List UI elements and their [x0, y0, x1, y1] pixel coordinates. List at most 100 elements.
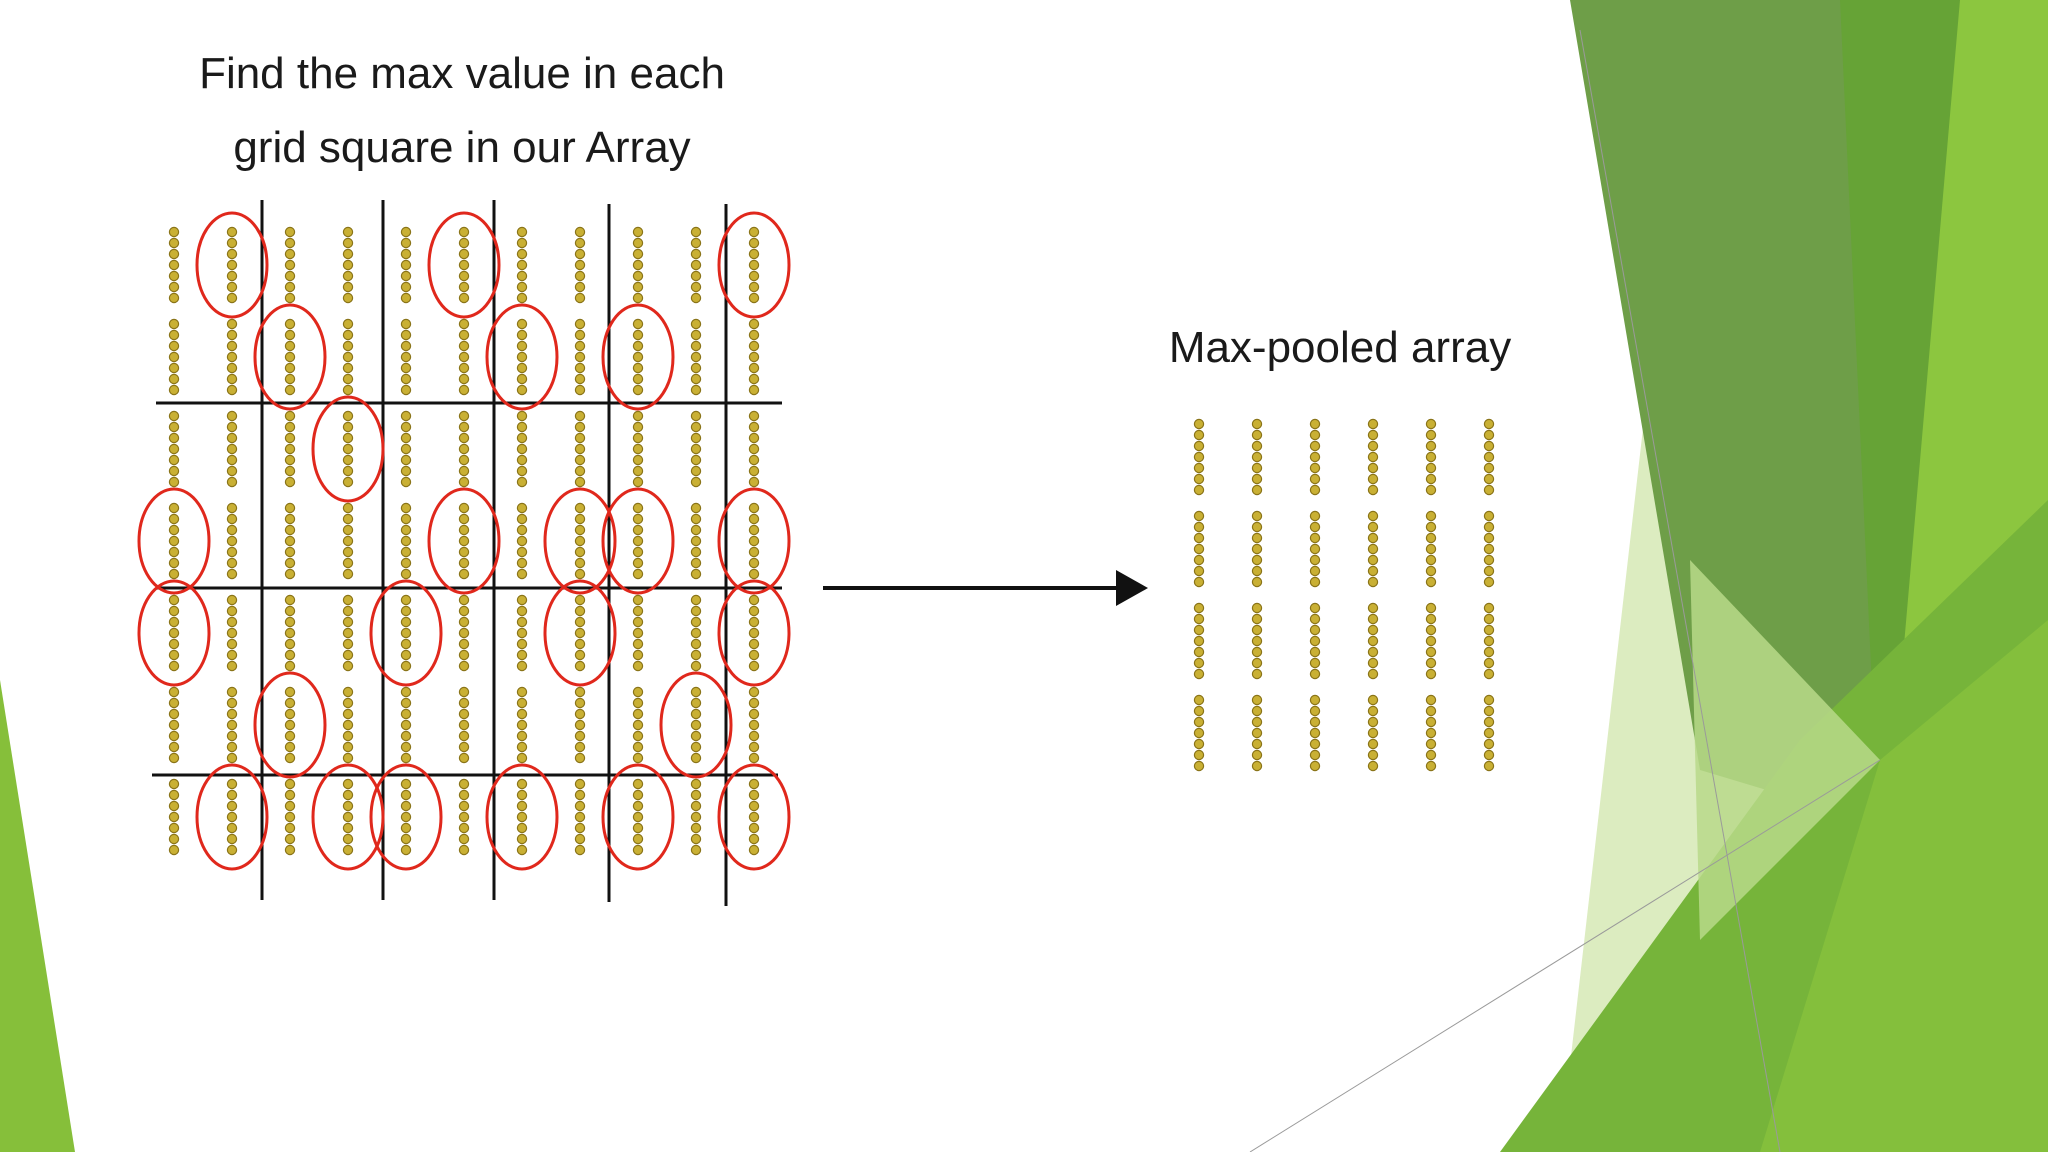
input-array-max-highlights	[137, 211, 791, 871]
pooled-value-r0c0	[1193, 418, 1205, 496]
decor-right-triangles	[1249, 0, 2048, 1152]
input-value-r1c3	[342, 318, 354, 396]
pooled-value-r2c0	[1193, 602, 1205, 680]
decor-tri-lower-left	[1760, 620, 2048, 1152]
max-highlight-circle-r1c2	[253, 303, 327, 411]
pooled-value-r1c1	[1251, 510, 1263, 588]
input-value-r0c3	[342, 226, 354, 304]
pooled-value-r2c2	[1309, 602, 1321, 680]
pooled-value-r0c3	[1367, 418, 1379, 496]
pooled-value-r1c2	[1309, 510, 1321, 588]
pooled-value-r3c0	[1193, 694, 1205, 772]
input-value-r2c8	[632, 410, 644, 488]
max-highlight-circle-r6c6	[485, 763, 559, 871]
input-value-r0c6	[516, 226, 528, 304]
max-highlight-circle-r4c7	[543, 579, 617, 687]
pooled-value-r1c0	[1193, 510, 1205, 588]
input-value-r6c4	[400, 778, 412, 856]
pooled-value-r1c5	[1483, 510, 1495, 588]
input-value-r1c8	[632, 318, 644, 396]
input-value-r2c10	[748, 410, 760, 488]
pooled-value-r0c2	[1309, 418, 1321, 496]
input-value-r5c9	[690, 686, 702, 764]
input-value-r1c0	[168, 318, 180, 396]
transform-arrow	[823, 570, 1148, 606]
input-value-r3c9	[690, 502, 702, 580]
pooled-value-r1c3	[1367, 510, 1379, 588]
decor-tri-pale	[1690, 560, 1880, 940]
input-value-r3c4	[400, 502, 412, 580]
input-value-r1c4	[400, 318, 412, 396]
input-value-r0c5	[458, 226, 470, 304]
input-value-r1c10	[748, 318, 760, 396]
pooled-value-r1c4	[1425, 510, 1437, 588]
input-array-values	[168, 226, 760, 856]
max-highlight-circle-r2c3	[311, 395, 385, 503]
max-highlight-circle-r6c4	[369, 763, 443, 871]
input-value-r2c1	[226, 410, 238, 488]
pooled-value-r2c3	[1367, 602, 1379, 680]
pooled-value-r0c5	[1483, 418, 1495, 496]
pooled-value-r3c5	[1483, 694, 1495, 772]
input-value-r3c5	[458, 502, 470, 580]
max-highlight-circle-r4c0	[137, 579, 211, 687]
input-value-r4c6	[516, 594, 528, 672]
input-value-r4c2	[284, 594, 296, 672]
arrow-head-icon	[1116, 570, 1148, 606]
input-value-r3c2	[284, 502, 296, 580]
max-highlight-circle-r3c0	[137, 487, 211, 595]
input-value-r4c9	[690, 594, 702, 672]
input-value-r1c6	[516, 318, 528, 396]
input-value-r0c2	[284, 226, 296, 304]
input-value-r5c0	[168, 686, 180, 764]
input-value-r4c4	[400, 594, 412, 672]
input-value-r3c0	[168, 502, 180, 580]
input-value-r2c2	[284, 410, 296, 488]
input-value-r3c7	[574, 502, 586, 580]
max-highlight-circle-r0c10	[717, 211, 791, 319]
input-value-r6c3	[342, 778, 354, 856]
input-value-r6c9	[690, 778, 702, 856]
input-value-r5c8	[632, 686, 644, 764]
input-value-r1c2	[284, 318, 296, 396]
decor-thin-line-1	[1579, 29, 1781, 1152]
input-value-r3c1	[226, 502, 238, 580]
input-value-r0c0	[168, 226, 180, 304]
input-value-r4c10	[748, 594, 760, 672]
input-value-r5c1	[226, 686, 238, 764]
input-value-r2c4	[400, 410, 412, 488]
max-highlight-circle-r1c8	[601, 303, 675, 411]
max-highlight-circle-r0c1	[195, 211, 269, 319]
input-value-r3c6	[516, 502, 528, 580]
pooled-value-r0c4	[1425, 418, 1437, 496]
max-highlight-circle-r4c4	[369, 579, 443, 687]
input-value-r5c4	[400, 686, 412, 764]
max-highlight-circle-r1c6	[485, 303, 559, 411]
input-value-r5c6	[516, 686, 528, 764]
input-value-r4c5	[458, 594, 470, 672]
input-value-r6c5	[458, 778, 470, 856]
pooled-value-r2c4	[1425, 602, 1437, 680]
decor-left-sliver	[0, 680, 75, 1152]
max-highlight-circle-r5c9	[659, 671, 733, 779]
pooled-value-r2c5	[1483, 602, 1495, 680]
input-value-r2c0	[168, 410, 180, 488]
input-value-r0c9	[690, 226, 702, 304]
input-value-r0c8	[632, 226, 644, 304]
left-title-line1: Find the max value in each	[199, 49, 725, 98]
input-value-r3c10	[748, 502, 760, 580]
input-value-r4c0	[168, 594, 180, 672]
input-value-r6c2	[284, 778, 296, 856]
max-highlight-circle-r6c3	[311, 763, 385, 871]
max-highlight-circle-r3c10	[717, 487, 791, 595]
pooled-value-r3c3	[1367, 694, 1379, 772]
input-value-r6c6	[516, 778, 528, 856]
pooled-value-r3c2	[1309, 694, 1321, 772]
input-value-r2c5	[458, 410, 470, 488]
input-value-r0c7	[574, 226, 586, 304]
pooled-value-r3c4	[1425, 694, 1437, 772]
right-title: Max-pooled array	[1169, 323, 1511, 372]
max-highlight-circle-r3c7	[543, 487, 617, 595]
input-value-r6c1	[226, 778, 238, 856]
